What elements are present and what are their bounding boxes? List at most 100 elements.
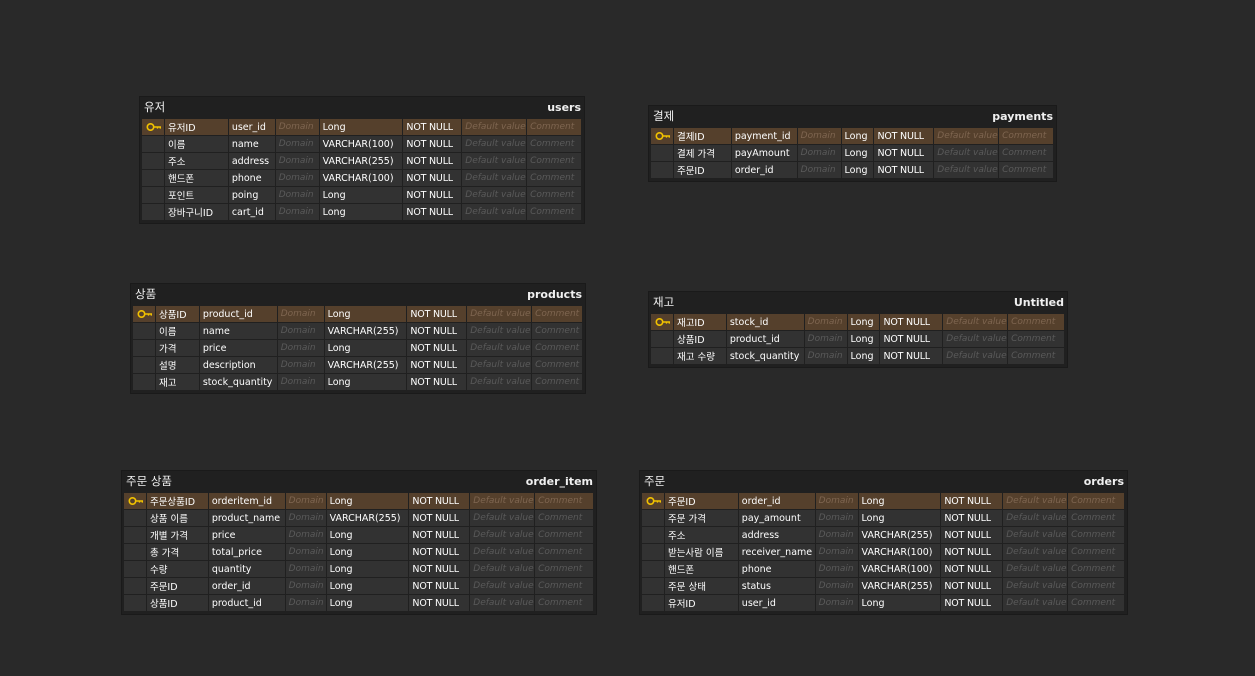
column-physical-name[interactable]: order_id	[208, 578, 285, 594]
comment-placeholder[interactable]: Comment	[535, 544, 594, 560]
default-value-placeholder[interactable]: Default value	[470, 493, 535, 509]
default-value-placeholder[interactable]: Default value	[1003, 561, 1068, 577]
default-value-placeholder[interactable]: Default value	[470, 510, 535, 526]
column-data-type[interactable]: Long	[326, 544, 409, 560]
column-physical-name[interactable]: address	[738, 527, 815, 543]
column-logical-name[interactable]: 상품ID	[155, 306, 199, 322]
column-null-constraint[interactable]: NOT NULL	[941, 510, 1003, 526]
comment-placeholder[interactable]: Comment	[535, 595, 594, 611]
default-value-placeholder[interactable]: Default value	[470, 544, 535, 560]
key-cell[interactable]	[133, 306, 155, 322]
column-data-type[interactable]: VARCHAR(255)	[324, 357, 407, 373]
column-null-constraint[interactable]: NOT NULL	[403, 170, 462, 186]
column-null-constraint[interactable]: NOT NULL	[407, 357, 467, 373]
domain-placeholder[interactable]: Domain	[285, 561, 326, 577]
column-data-type[interactable]: Long	[324, 374, 407, 390]
key-cell[interactable]	[142, 119, 164, 135]
column-null-constraint[interactable]: NOT NULL	[880, 314, 943, 330]
column-logical-name[interactable]: 장바구니ID	[164, 204, 228, 220]
default-value-placeholder[interactable]: Default value	[1003, 578, 1068, 594]
column-logical-name[interactable]: 결제ID	[673, 128, 731, 144]
column-null-constraint[interactable]: NOT NULL	[941, 527, 1003, 543]
key-cell[interactable]	[651, 348, 673, 364]
comment-placeholder[interactable]: Comment	[532, 357, 582, 373]
column-null-constraint[interactable]: NOT NULL	[407, 374, 467, 390]
column-physical-name[interactable]: description	[199, 357, 277, 373]
key-cell[interactable]	[651, 145, 673, 161]
column-logical-name[interactable]: 주소	[164, 153, 228, 169]
default-value-placeholder[interactable]: Default value	[934, 162, 999, 178]
domain-placeholder[interactable]: Domain	[277, 357, 324, 373]
default-value-placeholder[interactable]: Default value	[943, 331, 1008, 347]
comment-placeholder[interactable]: Comment	[1068, 510, 1124, 526]
comment-placeholder[interactable]: Comment	[527, 136, 581, 152]
column-logical-name[interactable]: 이름	[164, 136, 228, 152]
comment-placeholder[interactable]: Comment	[999, 145, 1053, 161]
column-physical-name[interactable]: phone	[228, 170, 275, 186]
default-value-placeholder[interactable]: Default value	[1003, 595, 1068, 611]
default-value-placeholder[interactable]: Default value	[1003, 544, 1068, 560]
column-physical-name[interactable]: name	[199, 323, 277, 339]
key-cell[interactable]	[142, 153, 164, 169]
default-value-placeholder[interactable]: Default value	[462, 170, 527, 186]
column-logical-name[interactable]: 총 가격	[146, 544, 208, 560]
comment-placeholder[interactable]: Comment	[999, 128, 1053, 144]
column-null-constraint[interactable]: NOT NULL	[874, 145, 934, 161]
column-null-constraint[interactable]: NOT NULL	[941, 595, 1003, 611]
comment-placeholder[interactable]: Comment	[527, 119, 581, 135]
column-physical-name[interactable]: user_id	[738, 595, 815, 611]
default-value-placeholder[interactable]: Default value	[470, 578, 535, 594]
key-cell[interactable]	[642, 544, 664, 560]
column-data-type[interactable]: Long	[326, 595, 409, 611]
column-data-type[interactable]: Long	[326, 527, 409, 543]
default-value-placeholder[interactable]: Default value	[943, 314, 1008, 330]
key-cell[interactable]	[133, 374, 155, 390]
column-data-type[interactable]: Long	[841, 162, 874, 178]
column-physical-name[interactable]: quantity	[208, 561, 285, 577]
column-physical-name[interactable]: product_id	[199, 306, 277, 322]
default-value-placeholder[interactable]: Default value	[934, 145, 999, 161]
column-data-type[interactable]: Long	[324, 306, 407, 322]
column-logical-name[interactable]: 설명	[155, 357, 199, 373]
column-logical-name[interactable]: 주문ID	[673, 162, 731, 178]
column-data-type[interactable]: Long	[847, 331, 880, 347]
column-physical-name[interactable]: product_name	[208, 510, 285, 526]
column-data-type[interactable]: Long	[841, 128, 874, 144]
key-cell[interactable]	[142, 187, 164, 203]
column-null-constraint[interactable]: NOT NULL	[409, 595, 470, 611]
key-cell[interactable]	[651, 128, 673, 144]
domain-placeholder[interactable]: Domain	[815, 578, 858, 594]
column-physical-name[interactable]: receiver_name	[738, 544, 815, 560]
key-cell[interactable]	[142, 170, 164, 186]
comment-placeholder[interactable]: Comment	[535, 510, 594, 526]
column-logical-name[interactable]: 포인트	[164, 187, 228, 203]
column-null-constraint[interactable]: NOT NULL	[941, 578, 1003, 594]
column-logical-name[interactable]: 주문ID	[146, 578, 208, 594]
key-cell[interactable]	[642, 527, 664, 543]
default-value-placeholder[interactable]: Default value	[470, 561, 535, 577]
domain-placeholder[interactable]: Domain	[815, 493, 858, 509]
column-logical-name[interactable]: 상품 이름	[146, 510, 208, 526]
domain-placeholder[interactable]: Domain	[815, 561, 858, 577]
domain-placeholder[interactable]: Domain	[285, 578, 326, 594]
key-cell[interactable]	[124, 595, 146, 611]
comment-placeholder[interactable]: Comment	[527, 187, 581, 203]
key-cell[interactable]	[133, 340, 155, 356]
column-logical-name[interactable]: 이름	[155, 323, 199, 339]
